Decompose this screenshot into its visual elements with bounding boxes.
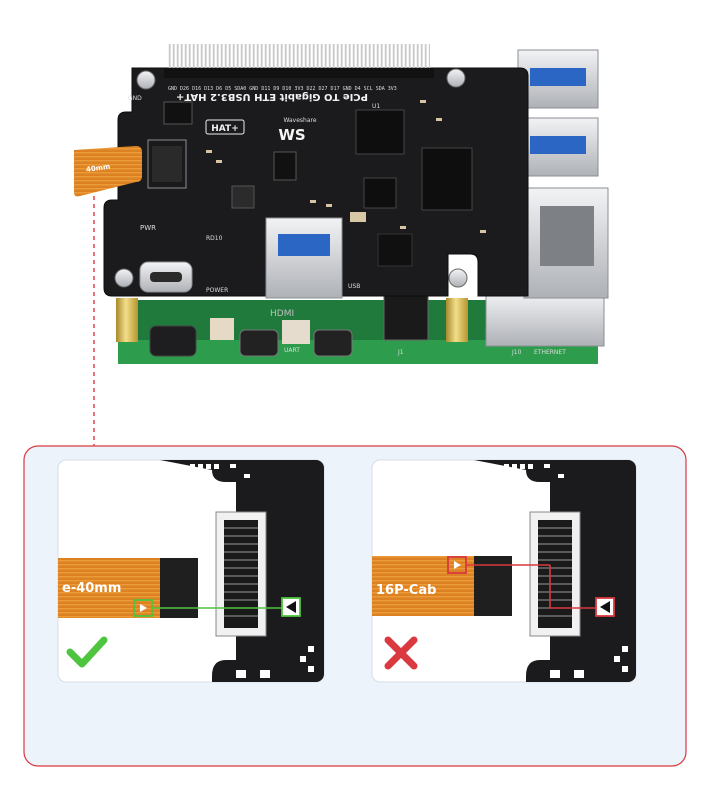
correct-check-icon xyxy=(66,636,108,668)
ffc-ribbon-cable xyxy=(74,146,142,197)
wrong-example-card: 16P-Cab xyxy=(371,459,637,683)
usb-chip xyxy=(363,177,397,209)
small-chip xyxy=(163,101,193,125)
j1-label: J1 xyxy=(397,349,404,356)
ethernet-opening xyxy=(540,206,594,266)
usb-a-port xyxy=(265,217,343,299)
usb-a-tongue xyxy=(278,234,330,256)
standoff-1 xyxy=(116,298,138,342)
wrong-cable-text: 16P-Cab xyxy=(376,583,436,598)
hat-badge-frame xyxy=(205,119,245,135)
uart-label: UART xyxy=(284,347,300,354)
wrong-connector-slot xyxy=(538,520,572,628)
wrong-cross-icon xyxy=(384,636,418,670)
inductor xyxy=(231,185,255,209)
usb-c-base-port xyxy=(149,325,197,357)
usb-port-bottom-tongue xyxy=(530,136,586,154)
waveshare-logo: WS xyxy=(278,126,305,144)
uart-connector xyxy=(210,318,234,340)
led-label: RD10 xyxy=(206,235,223,242)
pcie-switch-chip xyxy=(355,109,405,155)
usb-label: USB xyxy=(348,283,360,290)
wrong-cable-arrow xyxy=(454,561,461,569)
ethernet-jack-lower xyxy=(485,291,605,347)
board-title: PCIe TO Gigabit ETH USB3.2 HAT+ xyxy=(176,91,368,102)
micro-hdmi-port-2 xyxy=(313,329,353,357)
usb-port-top-tongue xyxy=(530,68,586,86)
correct-cable-arrow xyxy=(140,604,147,612)
wrong-pads xyxy=(504,464,628,678)
ribbon-cable-text: 40mm xyxy=(86,163,111,174)
pwr-label: PWR xyxy=(140,224,156,232)
correct-example-card: e-40mm xyxy=(57,459,325,683)
ffc-connector-slot xyxy=(152,146,182,182)
ethernet-label: ETHERNET xyxy=(534,349,566,356)
correct-connector-slot xyxy=(224,520,258,628)
micro-hdmi-port-1 xyxy=(239,329,279,357)
correct-pads xyxy=(190,464,314,678)
side-label: GND xyxy=(128,95,142,102)
correct-cable-stiffener xyxy=(160,558,198,618)
j10-label: J10 xyxy=(511,349,522,356)
cutout-connector xyxy=(377,233,413,267)
regulator-chip xyxy=(273,151,297,181)
ethernet-chip xyxy=(421,147,473,211)
gpio-pin-labels: GND D26 D16 D13 D6 D5 SDA0 GND D11 D9 D1… xyxy=(168,86,397,92)
brand-name: Waveshare xyxy=(283,117,316,124)
hdmi-label: HDMI xyxy=(270,309,294,319)
gpio-header-pins xyxy=(168,44,430,72)
correct-cable-text: e-40mm xyxy=(62,581,121,596)
standoff-2 xyxy=(446,298,468,342)
wrong-connector-arrow xyxy=(600,601,610,613)
hat-board xyxy=(103,67,529,297)
hat-badge: HAT+ xyxy=(211,124,238,134)
crystal xyxy=(350,212,366,222)
usb-c-opening xyxy=(150,272,182,282)
wrong-cable-stiffener xyxy=(474,556,512,616)
gpio-header-base xyxy=(164,68,434,78)
power-label: POWER xyxy=(206,287,228,294)
ffc-connector-base xyxy=(383,287,429,341)
mount-screws xyxy=(114,68,468,288)
passive-components xyxy=(206,100,486,233)
wrong-connector-contacts xyxy=(538,527,572,617)
connector-small xyxy=(282,320,310,344)
board-photo: UART HDMI J1 J10 ETHERNET GND D26 D16 D1… xyxy=(74,44,609,364)
correct-connector-arrow xyxy=(286,601,296,613)
chip-label: U1 xyxy=(372,103,380,110)
